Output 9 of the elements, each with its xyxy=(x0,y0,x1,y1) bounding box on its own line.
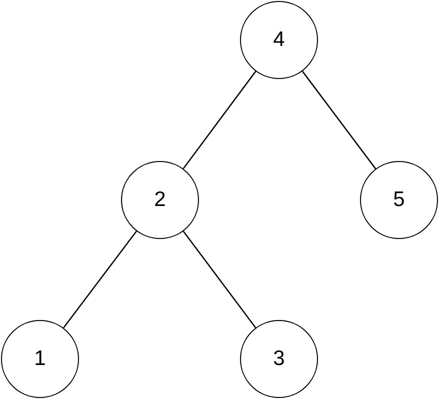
connector-line xyxy=(302,70,376,170)
node-value: 1 xyxy=(34,347,46,371)
node-value: 5 xyxy=(393,188,405,212)
connector-line xyxy=(182,230,256,328)
node-value: 4 xyxy=(273,28,285,52)
connector-line xyxy=(62,230,138,328)
node-value: 3 xyxy=(273,347,285,371)
connector-line xyxy=(182,70,256,170)
node-value: 2 xyxy=(154,188,166,212)
